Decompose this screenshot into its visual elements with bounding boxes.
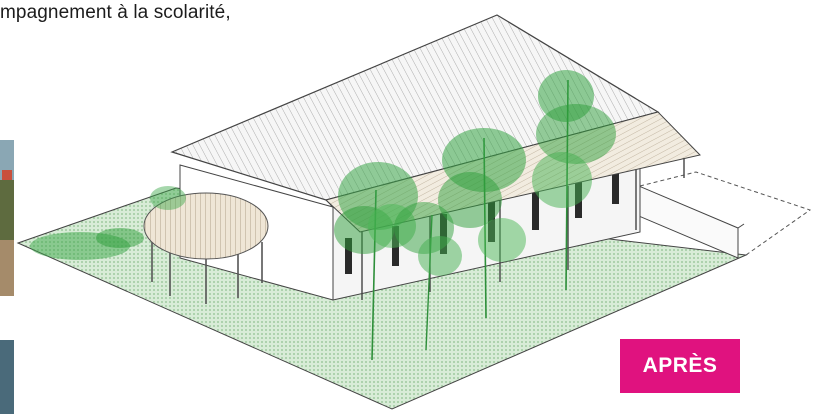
- trees: [30, 70, 616, 361]
- tree: [394, 202, 462, 351]
- tree: [532, 70, 616, 291]
- cropped-photo-strip: [0, 140, 14, 414]
- apres-badge: APRÈS: [620, 339, 740, 393]
- tree: [438, 128, 526, 319]
- round-pergola: [143, 192, 269, 304]
- apres-badge-label: APRÈS: [642, 354, 718, 377]
- plot-boundary-dashed: [639, 171, 812, 256]
- shrub: [30, 186, 186, 260]
- caption-text: mpagnement à la scolarité,: [0, 2, 231, 23]
